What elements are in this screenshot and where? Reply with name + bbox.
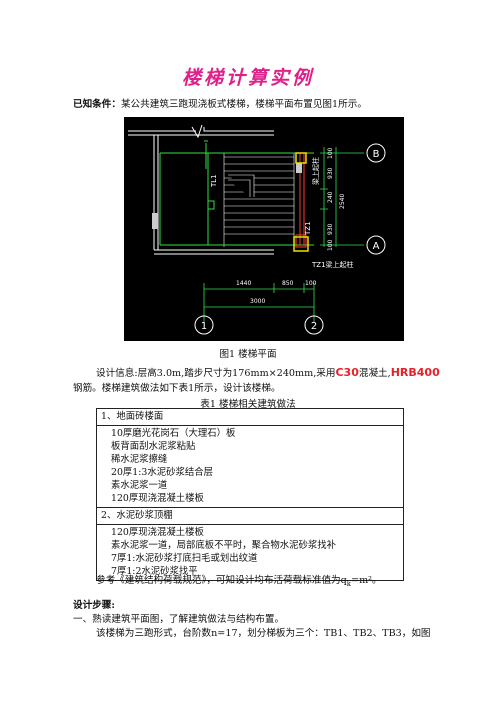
finish-spec-table: 1、地面砖楼面 10厚磨光花岗石（大理石）板 板背面刮水泥浆粘贴 稀水泥浆擦缝 …: [96, 408, 404, 581]
dim-100: 100: [305, 280, 317, 287]
axis-label-a: A: [373, 241, 380, 252]
bottom-wall: [154, 249, 274, 255]
list-item: 素水泥浆一道，局部底板不平时，聚合物水泥砂浆找补: [111, 540, 337, 551]
document-title: 楼梯计算实例: [181, 67, 314, 89]
label-tz1-note: TZ1梁上起柱: [311, 260, 354, 269]
dim-2540: 2540: [339, 194, 346, 209]
label-tz1-vertical: TZ1: [304, 221, 312, 236]
list-item: 120厚现浇混凝土楼板: [111, 527, 204, 538]
dim-240: 240: [327, 191, 334, 203]
stair-plan-svg: B A 1 2 TL1 TZ1 梁上起柱 TZ1梁上起柱 1440 850 10…: [128, 124, 386, 335]
table-row: 10厚磨光花岗石（大理石）板 板背面刮水泥浆粘贴 稀水泥浆擦缝 20厚1:3水泥…: [96, 425, 404, 508]
dim-100-top: 100: [327, 147, 334, 159]
dimension-lines-bottom: [203, 283, 315, 323]
table-row: 120厚现浇混凝土楼板 素水泥浆一道，局部底板不平时，聚合物水泥砂浆找补 7厚1…: [96, 524, 404, 581]
axis-label-b: B: [373, 149, 380, 160]
dim-3000: 3000: [250, 298, 265, 305]
section1-title: 1、地面砖楼面: [96, 408, 404, 426]
reference-main: 参考《建筑结构荷载规范》，可知设计均布活荷载标准值为q: [96, 575, 347, 586]
list-item: 7厚1:水泥砂浆打底扫毛或划出纹道: [111, 553, 258, 564]
dim-930-top: 930: [327, 167, 334, 179]
list-item: 板背面刮水泥浆粘贴: [111, 441, 196, 452]
table-row: 2、水泥砂浆顶棚: [96, 507, 404, 525]
list-item: 120厚现浇混凝土楼板: [111, 493, 204, 504]
reference-tail: =m²。: [351, 575, 382, 586]
reference-text: 参考《建筑结构荷载规范》，可知设计均布活荷载标准值为qk=m²。: [96, 574, 382, 591]
dim-930-bottom: 930: [327, 223, 334, 235]
section2-title: 2、水泥砂浆顶棚: [96, 507, 404, 525]
known-label: 已知条件：: [73, 99, 121, 110]
design-info-line2: 钢筋。楼梯建筑做法如下表1所示，设计该楼梯。: [73, 383, 281, 394]
stair-plan-drawing: B A 1 2 TL1 TZ1 梁上起柱 TZ1梁上起柱 1440 850 10…: [124, 117, 404, 341]
label-beam-note: 梁上起柱: [311, 157, 320, 185]
steel-grade: HRB400: [390, 366, 440, 379]
break-line: [191, 124, 203, 139]
list-item: 稀水泥浆擦缝: [111, 454, 168, 465]
dimension-lines-right: [320, 147, 364, 247]
list-item: 素水泥浆一道: [111, 480, 168, 491]
section2-items: 120厚现浇混凝土楼板 素水泥浆一道，局部底板不平时，聚合物水泥砂浆找补 7厚1…: [96, 524, 404, 581]
top-wall: [128, 127, 274, 132]
step-1: 一、熟读建筑平面图，了解建筑做法与结构布置。: [73, 614, 285, 625]
stair-treads: [223, 153, 295, 247]
label-tl1: TL1: [210, 174, 218, 188]
wall-opening-right: [296, 163, 302, 173]
axis-bubbles: [194, 143, 386, 335]
list-item: 7厚1:2水泥砂浆找平: [111, 566, 198, 577]
known-conditions: 已知条件：某公共建筑三跑现浇板式楼梯，楼梯平面布置见图1所示。: [73, 98, 367, 111]
step-1-detail: 该楼梯为三跑形式，台阶数n=17，划分梯板为三个：TB1、TB2、TB3，如图: [96, 628, 431, 639]
design-info-mid: 混凝土,: [358, 368, 391, 379]
table-row: 1、地面砖楼面: [96, 408, 404, 426]
dim-1440: 1440: [236, 280, 251, 287]
dim-100-bottom: 100: [327, 239, 334, 251]
dim-850: 850: [282, 280, 294, 287]
list-item: 20厚1:3水泥砂浆结合层: [111, 467, 214, 478]
structure-lines: [159, 140, 314, 246]
list-item: 10厚磨光花岗石（大理石）板: [111, 428, 236, 439]
wall-opening-left: [152, 213, 158, 229]
figure-caption: 图1 楼梯平面: [219, 349, 277, 360]
steps-title: 设计步骤:: [73, 600, 115, 611]
axis-label-2: 2: [311, 321, 317, 332]
known-text: 某公共建筑三跑现浇板式楼梯，楼梯平面布置见图1所示。: [120, 99, 367, 110]
concrete-grade: C30: [335, 366, 359, 379]
reference-subscript: k: [346, 579, 352, 588]
axis-label-1: 1: [201, 321, 207, 332]
section1-items: 10厚磨光花岗石（大理石）板 板背面刮水泥浆粘贴 稀水泥浆擦缝 20厚1:3水泥…: [96, 425, 404, 508]
design-info-line1: 设计信息:层高3.0m,踏步尺寸为176mm×240mm,采用C30混凝土,HR…: [96, 366, 440, 380]
design-info-pre: 设计信息:层高3.0m,踏步尺寸为176mm×240mm,采用: [96, 368, 336, 379]
table-caption: 表1 楼梯相关建筑做法: [200, 399, 296, 410]
